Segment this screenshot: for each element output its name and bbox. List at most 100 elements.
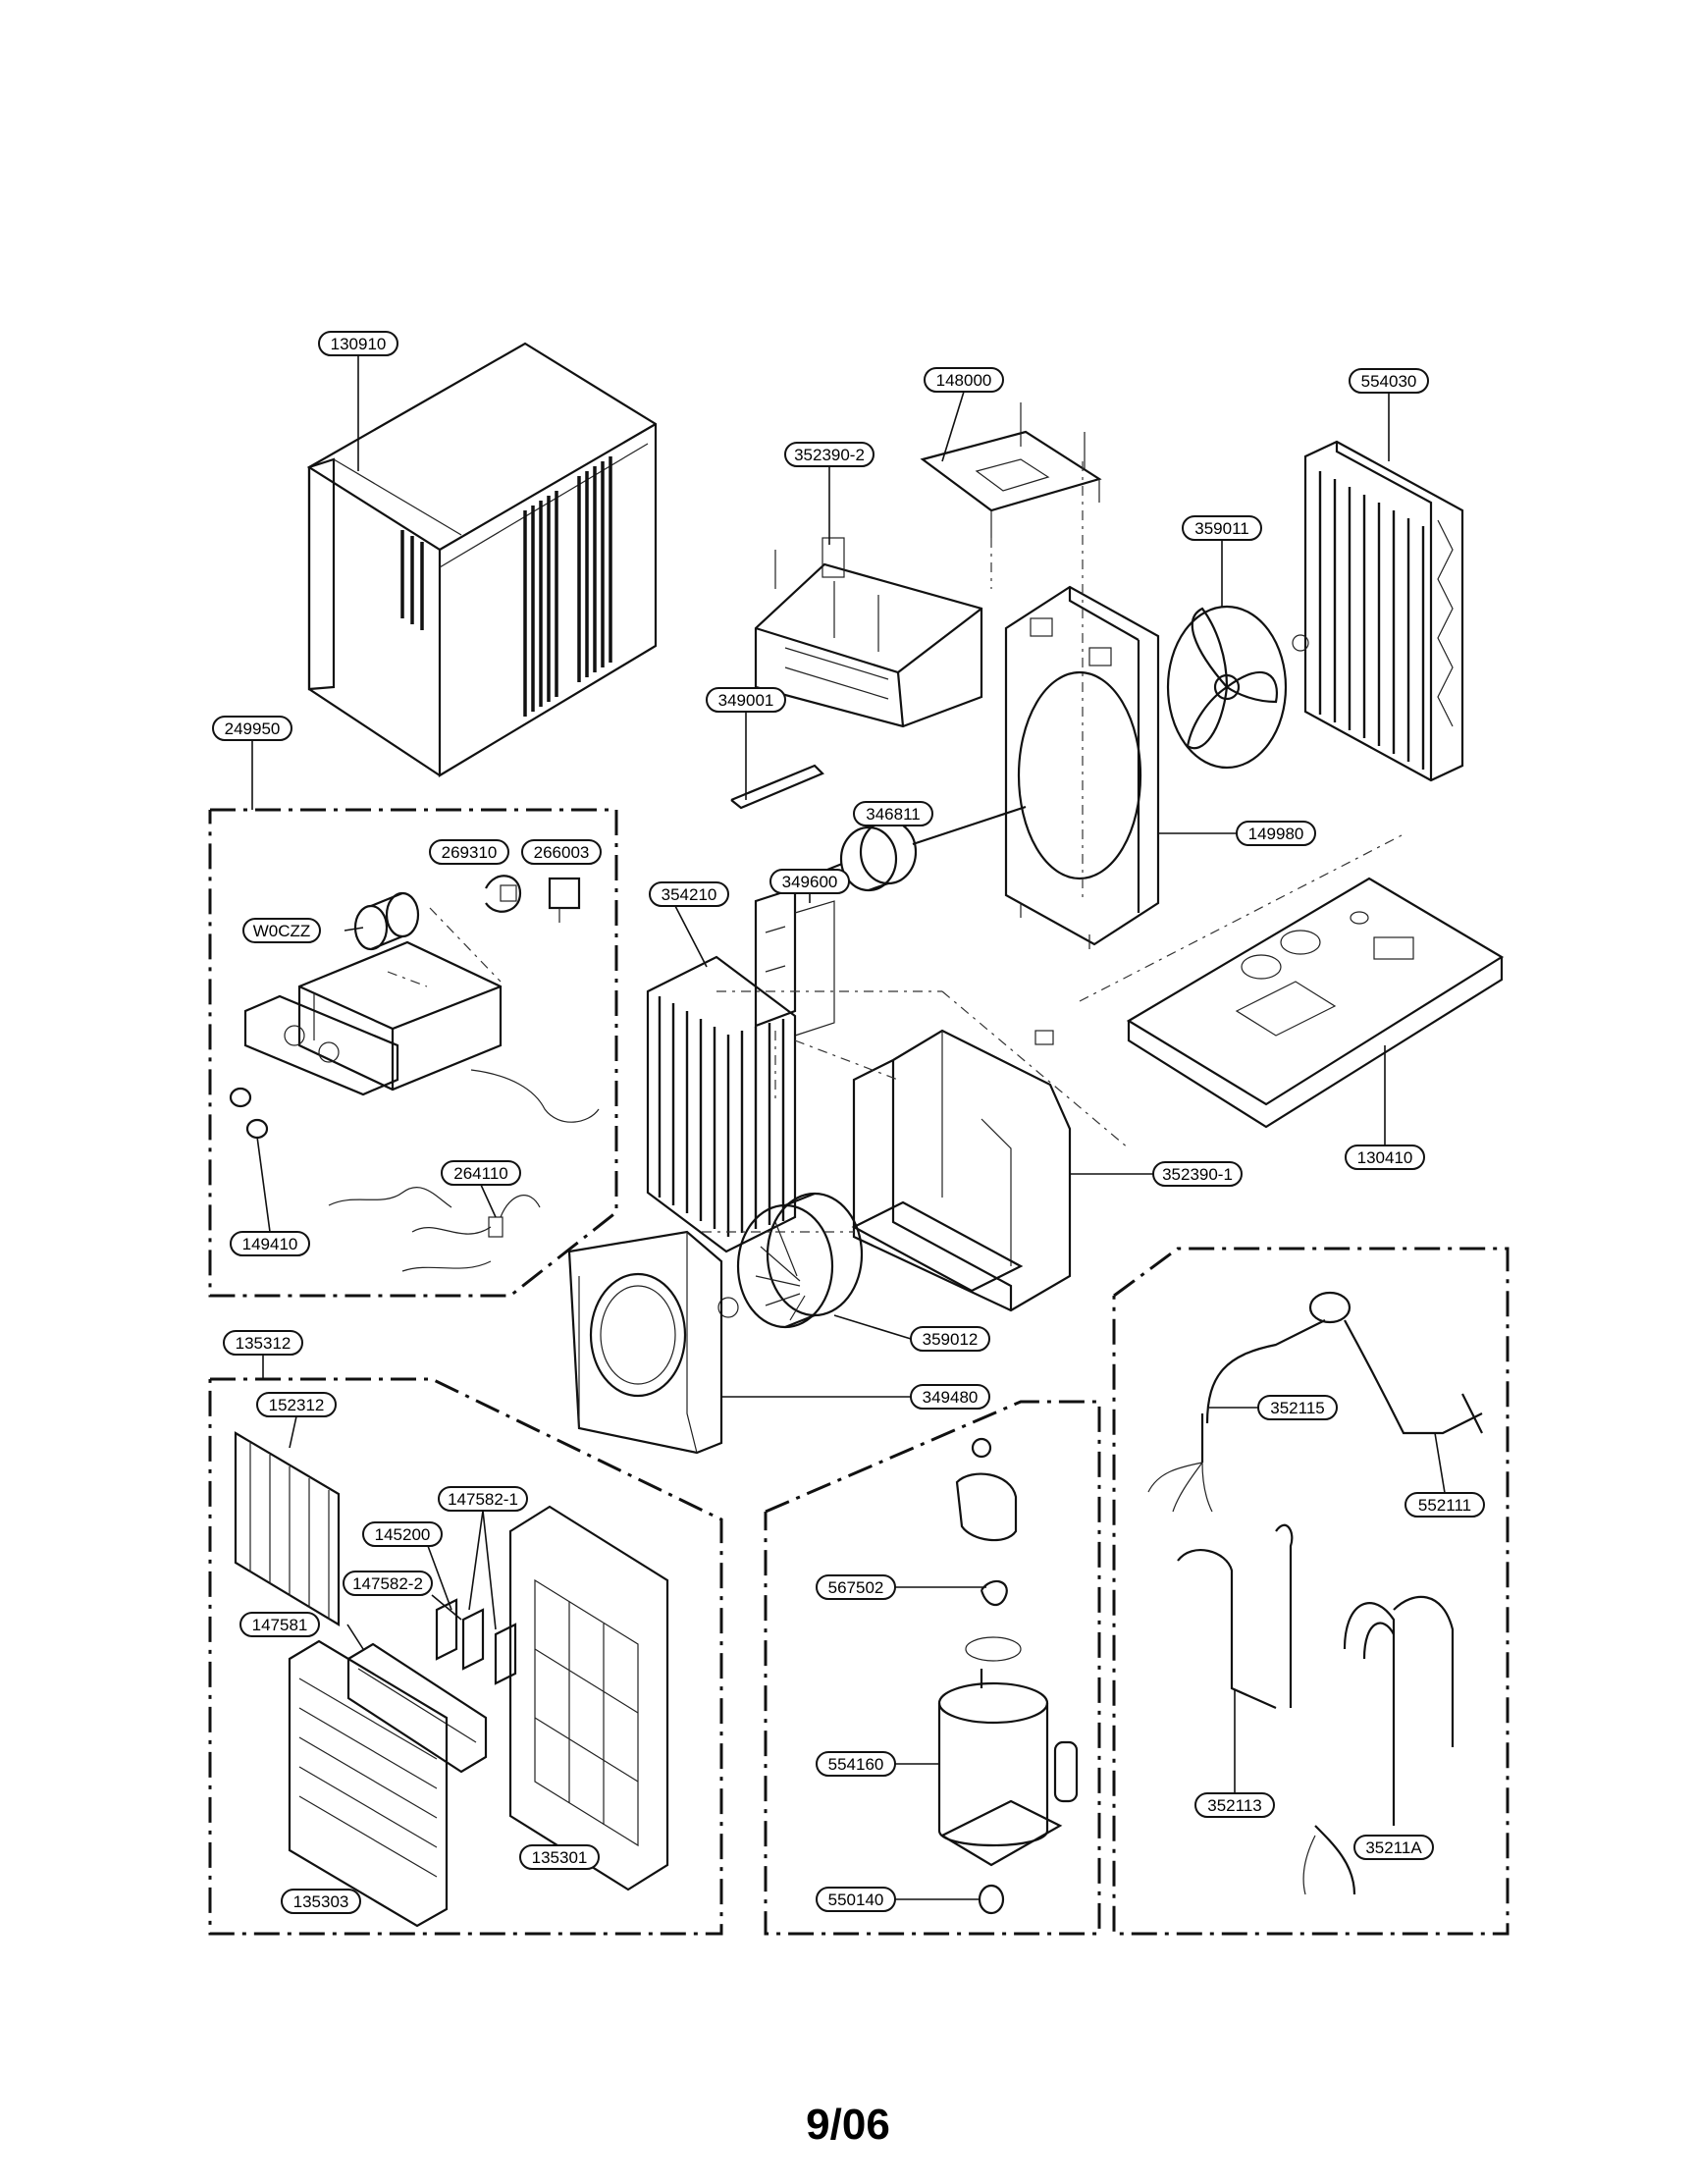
- front-panel-135303: [288, 1639, 449, 1928]
- label-264110: 264110: [453, 1164, 507, 1183]
- callout-352390-1: 352390-1: [1152, 1161, 1243, 1187]
- label-554160: 554160: [828, 1755, 884, 1774]
- label-135312: 135312: [236, 1334, 292, 1353]
- fan-shroud: [1004, 585, 1160, 949]
- switch-component: [485, 875, 522, 913]
- frame-compressor: [764, 1400, 1101, 1936]
- callout-359011: 359011: [1182, 515, 1262, 541]
- label-554030: 554030: [1361, 372, 1417, 391]
- overload-protector: [980, 1579, 1008, 1606]
- callout-149410: 149410: [230, 1231, 310, 1256]
- label-148000: 148000: [936, 371, 992, 390]
- knobs: [229, 1087, 269, 1140]
- label-130910: 130910: [331, 335, 387, 353]
- label-269310: 269310: [442, 843, 498, 862]
- tube-352113: [1177, 1523, 1294, 1710]
- callout-567502: 567502: [816, 1574, 896, 1600]
- callout-135301: 135301: [519, 1844, 600, 1870]
- compressor-nut: [971, 1437, 992, 1459]
- label-130410: 130410: [1357, 1148, 1413, 1167]
- tube-352115: [1147, 1291, 1352, 1513]
- label-552111: 552111: [1418, 1496, 1471, 1515]
- callout-349001: 349001: [706, 687, 786, 713]
- cabinet-side-louvers: [523, 456, 612, 717]
- label-349480: 349480: [923, 1388, 979, 1407]
- label-352390-2: 352390-2: [794, 446, 865, 464]
- callout-352115: 352115: [1257, 1395, 1338, 1420]
- callout-550140: 550140: [816, 1887, 896, 1912]
- front-grille-135301: [508, 1505, 669, 1891]
- callout-352113: 352113: [1194, 1792, 1275, 1818]
- label-354210: 354210: [662, 885, 717, 904]
- tube-35211A: [1302, 1595, 1455, 1895]
- blower-wheel: [717, 1192, 864, 1329]
- frame-front-grille: [208, 1377, 723, 1936]
- callout-147582-1: 147582-1: [438, 1486, 528, 1512]
- callout-349480: 349480: [910, 1384, 990, 1410]
- label-149410: 149410: [242, 1235, 298, 1253]
- label-147581: 147581: [252, 1616, 308, 1634]
- callout-147581: 147581: [239, 1612, 320, 1637]
- callout-249950: 249950: [212, 716, 292, 741]
- air-filter-152312: [234, 1431, 341, 1626]
- label-359012: 359012: [923, 1330, 979, 1349]
- evaporator-coil: [646, 955, 797, 1253]
- label-359011: 359011: [1194, 519, 1248, 538]
- label-352390-1: 352390-1: [1162, 1165, 1233, 1184]
- motor-mount-bracket: [754, 886, 835, 1037]
- callout-354210: 354210: [649, 881, 729, 907]
- assembly-guides: [387, 461, 1404, 1233]
- callout-35211A: 35211A: [1353, 1835, 1434, 1860]
- orifice-panel: [567, 1230, 723, 1455]
- upper-air-duct: [754, 537, 983, 728]
- label-147582-1: 147582-1: [448, 1490, 518, 1509]
- label-249950: 249950: [225, 719, 281, 738]
- callout-147582-2: 147582-2: [343, 1571, 433, 1596]
- callout-266003: 266003: [521, 839, 602, 865]
- callout-145200: 145200: [362, 1521, 443, 1547]
- callout-352390-2: 352390-2: [784, 442, 874, 467]
- callout-359012: 359012: [910, 1326, 990, 1352]
- callout-152312: 152312: [256, 1392, 337, 1417]
- capacitor: [353, 891, 420, 951]
- callout-130410: 130410: [1345, 1145, 1425, 1170]
- callout-264110: 264110: [441, 1160, 521, 1186]
- terminal-cover: [955, 1472, 1018, 1542]
- lower-air-duct: [851, 1029, 1072, 1312]
- label-567502: 567502: [828, 1578, 884, 1597]
- grommet-550140: [978, 1884, 1005, 1915]
- label-135303: 135303: [293, 1892, 349, 1911]
- label-266003: 266003: [534, 843, 590, 862]
- callout-554160: 554160: [816, 1751, 896, 1777]
- label-W0CZZ: W0CZZ: [253, 922, 311, 940]
- callout-349600: 349600: [769, 869, 850, 894]
- callout-W0CZZ: W0CZZ: [242, 918, 321, 943]
- callout-135312: 135312: [223, 1330, 303, 1356]
- label-147582-2: 147582-2: [352, 1574, 423, 1593]
- louver-blades: [435, 1598, 517, 1685]
- label-352115: 352115: [1270, 1399, 1324, 1417]
- cabinet-back-louvers: [400, 530, 424, 630]
- label-35211A: 35211A: [1365, 1838, 1422, 1857]
- label-135301: 135301: [532, 1848, 588, 1867]
- page-code: 9/06: [806, 2101, 890, 2149]
- motor-clip: [730, 764, 824, 810]
- label-550140: 550140: [828, 1891, 884, 1909]
- condenser-coil: [1303, 440, 1464, 782]
- label-145200: 145200: [375, 1525, 431, 1544]
- callout-148000: 148000: [924, 367, 1004, 393]
- label-152312: 152312: [269, 1396, 325, 1414]
- relay-component: [548, 877, 581, 923]
- label-349600: 349600: [782, 873, 838, 891]
- frame-refrigerant-tubing: [1112, 1247, 1510, 1936]
- condenser-fan: [1166, 605, 1309, 770]
- wire-harnesses: [328, 1069, 600, 1272]
- callout-554030: 554030: [1349, 368, 1429, 394]
- callout-149980: 149980: [1236, 821, 1316, 846]
- cabinet-case: [306, 342, 658, 777]
- top-mounting-bracket: [920, 402, 1102, 538]
- label-149980: 149980: [1248, 825, 1304, 843]
- label-349001: 349001: [718, 691, 774, 710]
- label-352113: 352113: [1207, 1796, 1261, 1815]
